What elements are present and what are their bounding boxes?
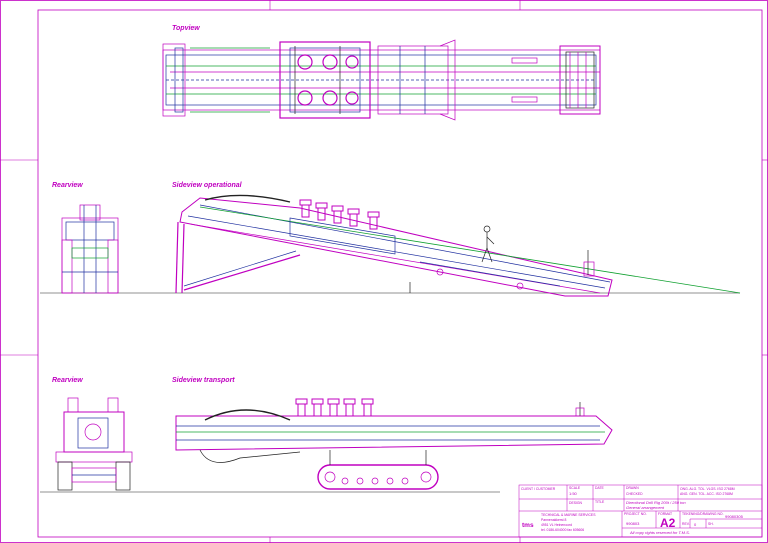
drawing-no-value: 99080305 (725, 514, 744, 519)
sideview-operational-label: Sideview operational (172, 182, 243, 189)
company-line-1: TECHNICAL & MARINE SERVICES (541, 513, 596, 517)
rearview-transport-label: Rearview (52, 377, 83, 384)
drawing-title-line-2: General arrangement (626, 505, 665, 510)
project-label: PROJECT NO. (624, 512, 647, 516)
date-value: DESIGN (569, 501, 583, 505)
format-label: FORMAT (658, 512, 672, 516)
topview-label: Topview (172, 25, 200, 32)
sideview-transport-drawing (160, 398, 613, 493)
sheet-label: SH. (708, 522, 714, 526)
scale-label: SCALE (569, 486, 581, 490)
rearview-operational-drawing (40, 204, 160, 294)
tolerance-line-1: ONG. ALG. TOL. VLGS. ISO 2768M (680, 487, 735, 491)
copyright-text: All copy rights reserved for T.M.S. (629, 530, 690, 535)
company-line-3: 4951 VL Heinenoord (541, 523, 572, 527)
sideview-operational-drawing (160, 194, 741, 297)
project-value: 990803 (626, 521, 640, 526)
date-label: DATE (595, 486, 605, 490)
rev-label: REV. (682, 522, 690, 526)
title-block: CLIENT / CUSTOMER SCALE 1:50 DATE DRAWN … (518, 484, 763, 538)
drawn-label: DRAWN (626, 486, 639, 490)
rearview-operational-label: Rearview (52, 182, 83, 189)
sideview-transport-label: Sideview transport (172, 377, 235, 384)
logo-text: tms (522, 522, 534, 529)
title-label: TITLE (595, 500, 605, 504)
format-value: A2 (660, 516, 676, 530)
company-line-2: Pannenakkerst 8 (541, 518, 567, 522)
drawing-title-line-1: Directional Drill Rig 200t / 250 ton (626, 500, 686, 505)
rearview-transport-drawing (40, 397, 160, 493)
rev-value: 0 (694, 522, 697, 527)
topview-drawing (162, 39, 601, 121)
client-label: CLIENT / CUSTOMER (521, 487, 556, 491)
scale-value: 1:50 (569, 491, 578, 496)
drawing-no-label: TEKENING/DRAWING NO. (682, 512, 724, 516)
checked-label: CHECKED (626, 492, 643, 496)
company-line-4: tel. 0186-604000 fax 605606 (541, 528, 584, 532)
tms-logo: tms (522, 522, 534, 529)
tolerance-line-2: ANG. GEN. TOL. ACC. ISO 2768M (680, 492, 733, 496)
